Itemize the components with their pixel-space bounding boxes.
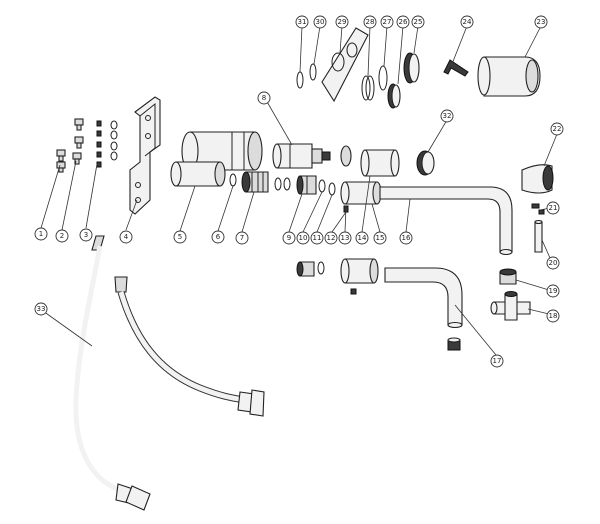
callout-13: 13	[338, 231, 352, 245]
inner-rings	[274, 175, 349, 213]
o-ring	[229, 173, 237, 187]
sleeve	[170, 161, 226, 187]
svg-text:20: 20	[549, 259, 558, 267]
callout-28: 28	[363, 15, 377, 29]
nut	[499, 268, 517, 285]
callout-15: 15	[373, 231, 387, 245]
callout-19: 19	[546, 284, 560, 298]
right-cap	[521, 164, 554, 194]
callout-2: 2	[55, 229, 69, 243]
svg-text:15: 15	[376, 234, 385, 242]
svg-text:19: 19	[549, 287, 558, 295]
svg-text:8: 8	[262, 94, 266, 102]
svg-text:21: 21	[549, 204, 558, 212]
svg-text:10: 10	[299, 234, 308, 242]
callout-29: 29	[335, 15, 349, 29]
callout-14: 14	[355, 231, 369, 245]
svg-text:27: 27	[383, 18, 392, 26]
svg-text:2: 2	[60, 232, 64, 240]
callout-5: 5	[173, 230, 187, 244]
callout-24: 24	[460, 15, 474, 29]
callout-11: 11	[310, 231, 324, 245]
hose-left	[73, 235, 151, 511]
svg-text:30: 30	[316, 18, 325, 26]
svg-text:12: 12	[327, 234, 336, 242]
knob-cap	[477, 56, 541, 97]
svg-text:9: 9	[287, 234, 291, 242]
callout-18: 18	[546, 309, 560, 323]
svg-text:3: 3	[84, 231, 88, 239]
callout-22: 22	[550, 122, 564, 136]
callout-8: 8	[257, 91, 271, 105]
ring-cap	[416, 150, 435, 176]
callout-25: 25	[411, 15, 425, 29]
callout-7: 7	[235, 231, 249, 245]
svg-text:23: 23	[537, 18, 546, 26]
tee-fitting	[490, 291, 531, 321]
pin	[534, 219, 543, 253]
svg-text:4: 4	[124, 233, 129, 241]
callout-16: 16	[399, 231, 413, 245]
callout-10: 10	[296, 231, 310, 245]
callout-23: 23	[534, 15, 548, 29]
lower-spout	[296, 258, 463, 351]
callout-33: 33	[34, 302, 48, 316]
svg-text:5: 5	[178, 233, 182, 241]
callout-31: 31	[295, 15, 309, 29]
hex-key	[443, 59, 469, 77]
callout-12: 12	[324, 231, 338, 245]
svg-text:11: 11	[313, 234, 322, 242]
svg-text:25: 25	[414, 18, 423, 26]
spout-sleeve	[340, 181, 382, 205]
callout-32: 32	[440, 109, 454, 123]
escutcheon-plate	[321, 27, 369, 103]
svg-text:28: 28	[366, 18, 375, 26]
valve-seat	[241, 171, 269, 193]
svg-text:14: 14	[358, 234, 367, 242]
svg-text:26: 26	[399, 18, 408, 26]
callout-3: 3	[79, 228, 93, 242]
svg-text:22: 22	[553, 125, 562, 133]
svg-text:7: 7	[240, 234, 244, 242]
svg-text:24: 24	[463, 18, 472, 26]
wall-bracket	[129, 96, 161, 215]
spout	[379, 186, 513, 256]
callout-26: 26	[396, 15, 410, 29]
screw-set	[56, 118, 118, 173]
svg-text:29: 29	[338, 18, 347, 26]
callout-6: 6	[211, 230, 225, 244]
svg-text:31: 31	[298, 18, 307, 26]
svg-text:1: 1	[39, 230, 43, 238]
callout-30: 30	[313, 15, 327, 29]
svg-text:18: 18	[549, 312, 558, 320]
handle-cover	[340, 145, 400, 177]
top-rings	[296, 52, 420, 109]
callout-21: 21	[546, 201, 560, 215]
callout-17: 17	[490, 354, 504, 368]
callout-4: 4	[119, 230, 133, 244]
svg-text:6: 6	[216, 233, 221, 241]
small-screw	[531, 203, 545, 215]
svg-text:33: 33	[37, 305, 46, 313]
callout-9: 9	[282, 231, 296, 245]
cartridge	[272, 143, 331, 169]
callout-1: 1	[34, 227, 48, 241]
callout-20: 20	[546, 256, 560, 270]
svg-text:16: 16	[402, 234, 411, 242]
svg-text:13: 13	[341, 234, 350, 242]
callout-27: 27	[380, 15, 394, 29]
leader-lines	[40, 25, 558, 356]
svg-text:17: 17	[493, 357, 502, 365]
svg-text:32: 32	[443, 112, 452, 120]
hose-right	[114, 276, 265, 417]
